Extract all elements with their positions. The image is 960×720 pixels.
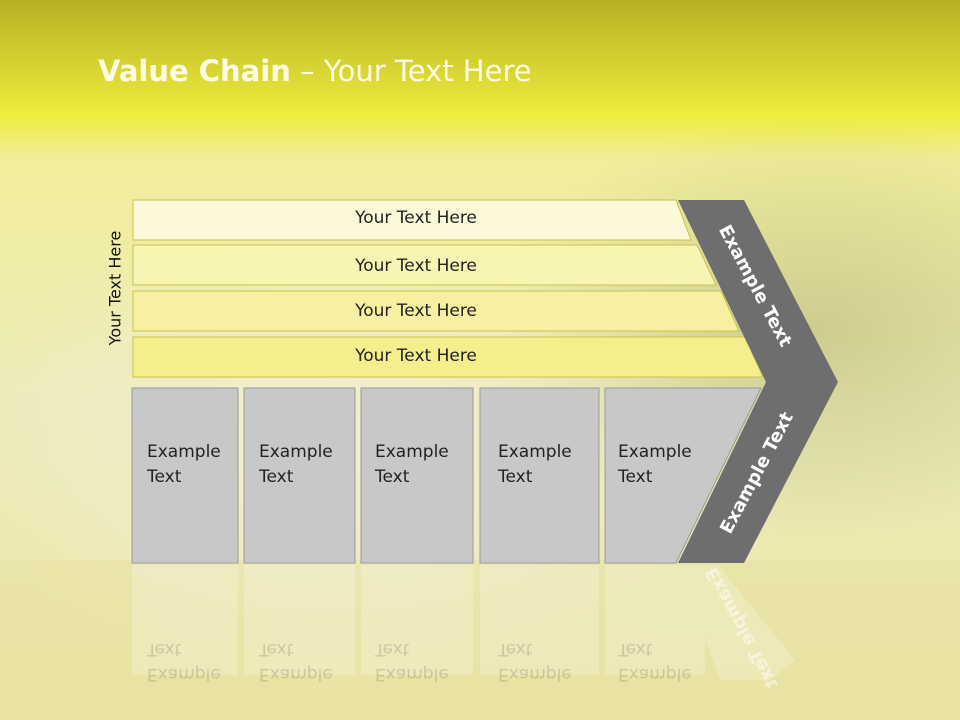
title-bold: Value Chain bbox=[98, 54, 291, 88]
bar-3-text: Your Text Here bbox=[355, 301, 477, 321]
box-3-line1: Example bbox=[375, 442, 449, 462]
bar-1 bbox=[132, 199, 692, 241]
page-title: Value Chain – Your Text Here bbox=[98, 54, 532, 88]
box-3-reflection-line2: Text bbox=[375, 639, 410, 659]
bar-1-text: Your Text Here bbox=[355, 208, 477, 228]
box-2-reflection-line1: Example bbox=[259, 664, 333, 684]
box-3 bbox=[360, 387, 474, 564]
box-4-reflection: Example Text bbox=[498, 636, 572, 686]
bar-2-text: Your Text Here bbox=[355, 256, 477, 276]
box-5-reflection: Example Text bbox=[618, 636, 692, 686]
box-1-reflection: Example Text bbox=[147, 636, 221, 686]
box-4 bbox=[479, 387, 600, 564]
box-2-line1: Example bbox=[259, 442, 333, 462]
box-5 bbox=[604, 387, 762, 564]
box-1-line1: Example bbox=[147, 442, 221, 462]
box-4-reflection-line2: Text bbox=[498, 639, 533, 659]
box-3-line2: Text bbox=[375, 467, 410, 487]
side-label: Your Text Here bbox=[105, 230, 125, 346]
box-1-reflection-line1: Example bbox=[147, 664, 221, 684]
title-rest: – Your Text Here bbox=[290, 54, 532, 88]
box-2-reflection-line2: Text bbox=[259, 639, 294, 659]
box-2 bbox=[243, 387, 356, 564]
bar-4-text: Your Text Here bbox=[355, 346, 477, 366]
box-2-line2: Text bbox=[259, 467, 294, 487]
box-1-reflection-line2: Text bbox=[147, 639, 182, 659]
bar-4 bbox=[132, 336, 764, 378]
box-5-reflection-line1: Example bbox=[618, 664, 692, 684]
box-5-line2: Text bbox=[618, 467, 653, 487]
box-3-reflection-line1: Example bbox=[375, 664, 449, 684]
box-2-reflection: Example Text bbox=[259, 636, 333, 686]
bar-2 bbox=[132, 244, 717, 286]
box-5-reflection-line2: Text bbox=[618, 639, 653, 659]
box-1 bbox=[131, 387, 239, 564]
box-4-line1: Example bbox=[498, 442, 572, 462]
bar-3 bbox=[132, 290, 740, 332]
chevron-arrow bbox=[678, 200, 838, 563]
box-4-reflection-line1: Example bbox=[498, 664, 572, 684]
diagram-reflection bbox=[132, 565, 795, 680]
box-3-reflection: Example Text bbox=[375, 636, 449, 686]
box-4-line2: Text bbox=[498, 467, 533, 487]
box-1-line2: Text bbox=[147, 467, 182, 487]
box-5-line1: Example bbox=[618, 442, 692, 462]
